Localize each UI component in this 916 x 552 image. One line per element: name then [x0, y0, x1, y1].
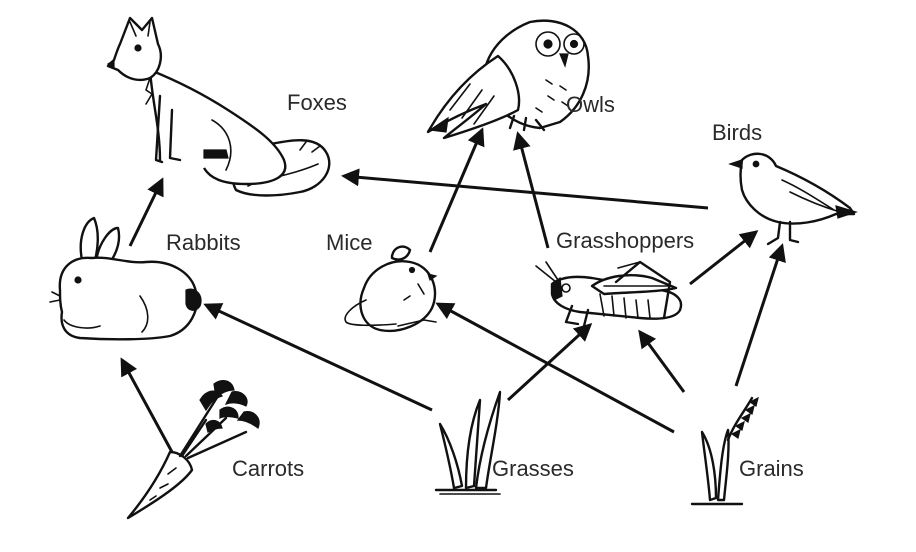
arrow-grasshoppers-to-owls: [513, 131, 550, 249]
arrow-carrots-to-rabbits: [120, 357, 174, 453]
arrow-grains-to-grasshoppers: [638, 329, 686, 393]
arrow-grasshoppers-to-birds: [689, 230, 759, 286]
label-mice: Mice: [326, 230, 372, 255]
arrow-birds-to-foxes: [341, 168, 709, 210]
arrows-layer: [120, 127, 786, 453]
label-owls: Owls: [566, 92, 615, 117]
bird-icon: [728, 152, 858, 246]
arrow-mice-to-owls: [428, 127, 485, 253]
grain-icon: [690, 396, 759, 506]
label-grains: Grains: [739, 456, 804, 481]
rabbit-icon: [49, 216, 202, 341]
label-grasses: Grasses: [492, 456, 574, 481]
mouse-icon: [344, 245, 438, 333]
grass-icon: [434, 390, 502, 495]
label-grasshoppers: Grasshoppers: [556, 228, 694, 253]
label-carrots: Carrots: [232, 456, 304, 481]
carrot-icon: [126, 380, 260, 520]
arrow-grains-to-birds: [734, 243, 786, 387]
arrow-grasses-to-rabbits: [203, 303, 433, 412]
arrow-rabbits-to-foxes: [128, 177, 164, 247]
label-birds: Birds: [712, 120, 762, 145]
grasshopper-icon: [535, 260, 683, 328]
fox-icon: [106, 16, 331, 197]
arrow-grains-to-mice: [435, 302, 675, 434]
label-foxes: Foxes: [287, 90, 347, 115]
owl-icon: [426, 19, 590, 140]
label-rabbits: Rabbits: [166, 230, 241, 255]
